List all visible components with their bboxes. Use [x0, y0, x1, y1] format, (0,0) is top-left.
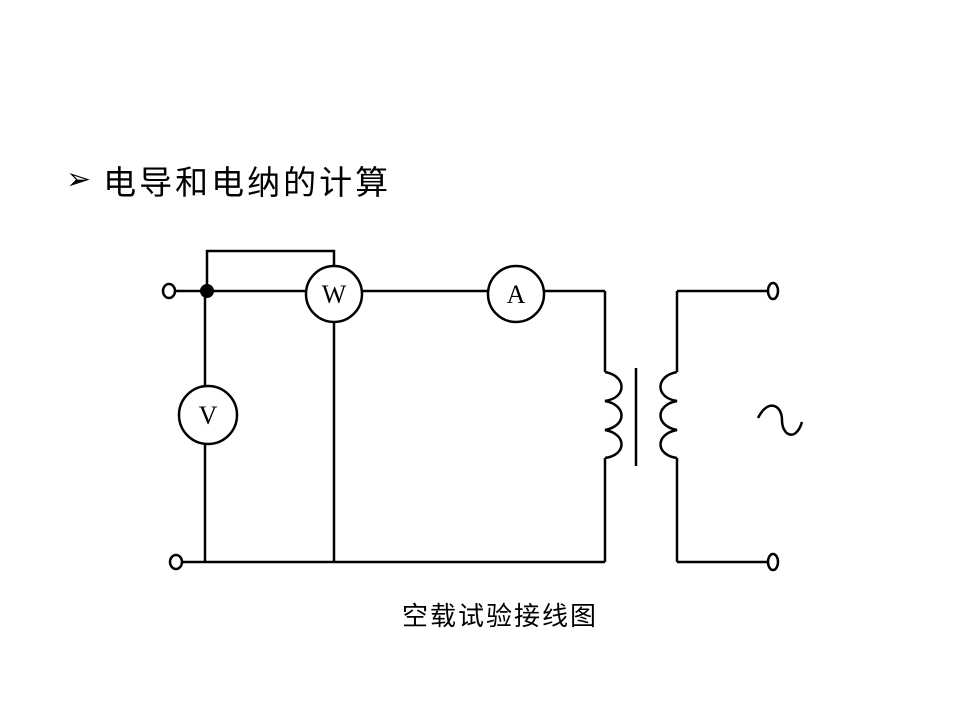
junction-dot	[200, 284, 214, 298]
wattmeter-circle	[304, 264, 364, 324]
diagram-caption: 空载试验接线图	[401, 602, 598, 632]
voltmeter-circle	[177, 384, 239, 446]
terminal-left-bottom	[168, 553, 184, 571]
wire-wattmeter-loop	[205, 249, 336, 291]
terminal-right-top	[766, 281, 780, 301]
slide-heading: 电导和电纳的计算	[103, 163, 392, 202]
arrowhead-bullet-icon: ➢	[66, 162, 92, 197]
voltmeter-label: V	[199, 401, 218, 430]
ac-source-icon	[756, 404, 804, 436]
terminal-right-bottom	[766, 552, 780, 572]
wattmeter-label: W	[322, 280, 347, 309]
secondary-winding	[659, 370, 678, 460]
ammeter-circle	[486, 264, 546, 324]
terminal-left-top	[161, 282, 177, 300]
heading-row: ➢ 电导和电纳的计算	[66, 156, 391, 204]
ammeter-label: A	[507, 280, 526, 309]
primary-winding	[604, 370, 623, 460]
